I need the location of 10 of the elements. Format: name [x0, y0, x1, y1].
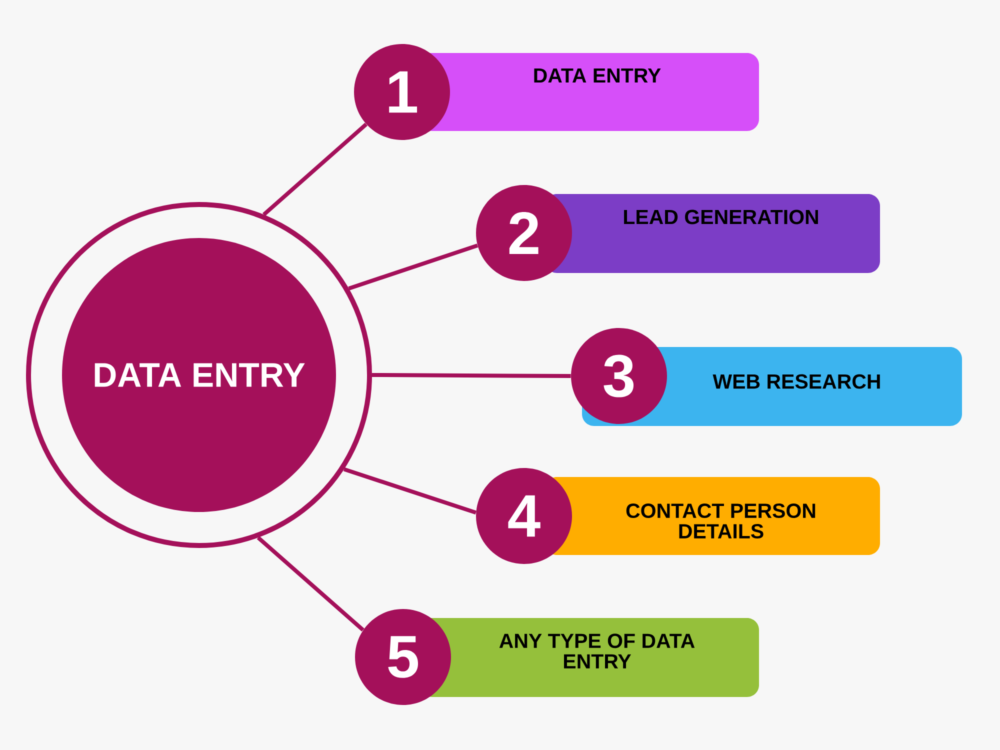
label-bar: LEAD GENERATION	[545, 194, 880, 273]
connector-line	[256, 536, 364, 632]
label-bar: ANY TYPE OF DATA ENTRY	[420, 618, 760, 697]
label-bar: DATA ENTRY	[420, 53, 760, 131]
label-bar: CONTACT PERSON DETAILS	[545, 477, 880, 555]
outer-ring	[26, 202, 372, 548]
connector-line	[262, 122, 368, 216]
connector-line	[372, 373, 571, 378]
connector-line	[343, 467, 477, 515]
connector-line	[348, 244, 478, 290]
